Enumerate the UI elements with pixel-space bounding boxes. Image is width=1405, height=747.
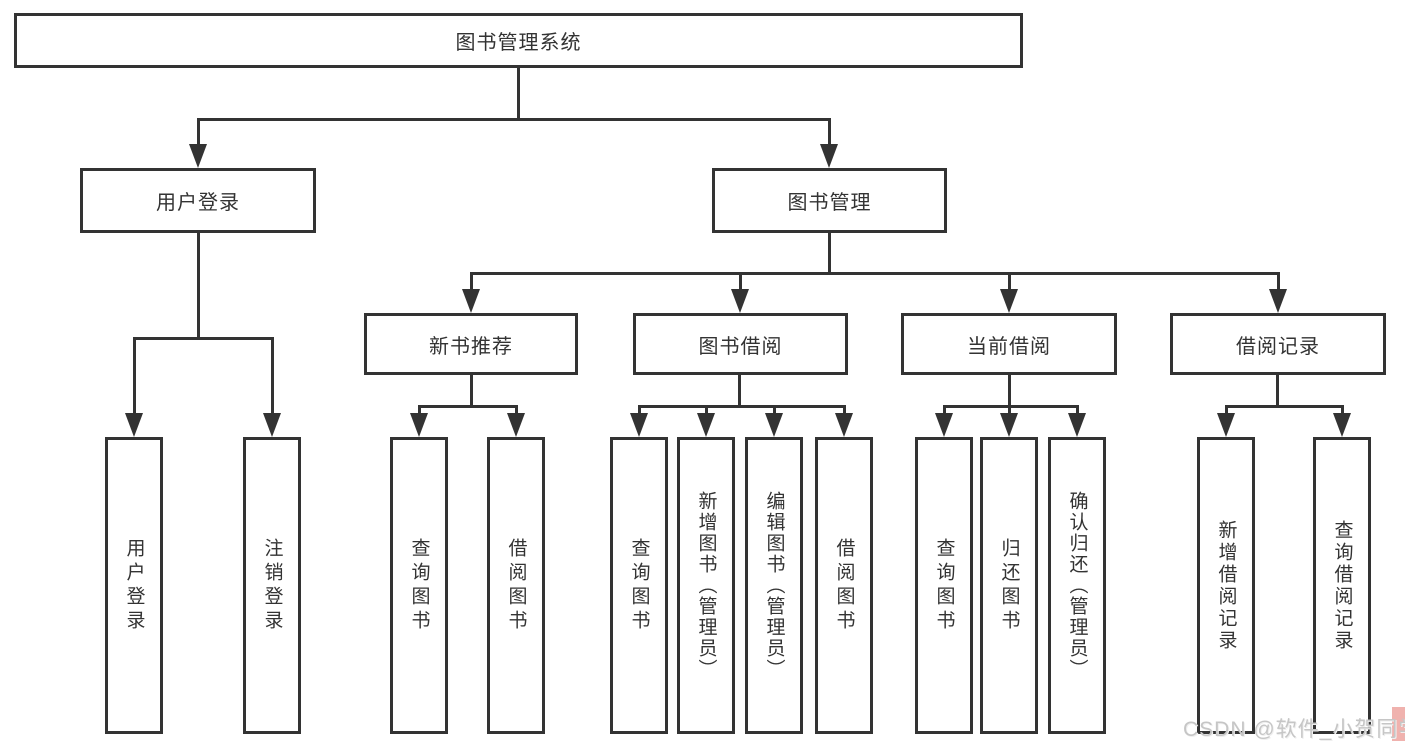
connector-line [943,405,1079,408]
leaf-bb-query-label: 查询图书 [628,537,650,634]
arrowhead-icon [125,413,143,437]
connector-line [517,68,520,118]
connector-line [638,405,846,408]
node-user-login-label: 用户登录 [156,192,240,214]
arrowhead-icon [1000,289,1018,313]
connector-line [739,272,742,289]
connector-line [197,118,200,146]
leaf-bb-query: 查询图书 [610,437,668,734]
leaf-cb-return-label: 归还图书 [998,537,1020,634]
leaf-cb-query: 查询图书 [915,437,973,734]
arrowhead-icon [263,413,281,437]
leaf-logout: 注销登录 [243,437,301,734]
connector-line [1008,272,1011,289]
leaf-bb-borrow-label: 借阅图书 [833,537,855,634]
connector-line [515,405,518,415]
connector-line [1276,375,1279,405]
connector-line [843,405,846,415]
node-book-mgmt: 图书管理 [712,168,947,233]
connector-line [133,337,136,415]
arrowhead-icon [1068,413,1086,437]
leaf-bb-add: 新增图书（管理员） [677,437,735,734]
leaf-cb-return: 归还图书 [980,437,1038,734]
connector-line [418,405,518,408]
arrowhead-icon [1333,413,1351,437]
connector-line [828,233,831,272]
node-new-book-rec: 新书推荐 [364,313,578,375]
leaf-bb-edit-label: 编辑图书（管理员） [763,491,785,680]
leaf-rec-query-label: 查询图书 [408,537,430,634]
leaf-user-login-label: 用户登录 [123,537,145,634]
arrowhead-icon [462,289,480,313]
connector-line [1008,405,1011,415]
leaf-cb-confirm: 确认归还（管理员） [1048,437,1106,734]
connector-line [470,272,1280,275]
leaf-rec-query: 查询图书 [390,437,448,734]
connector-line [1008,375,1011,405]
node-current-borrow-label: 当前借阅 [967,335,1051,358]
node-borrow-records-label: 借阅记录 [1236,335,1320,358]
leaf-bb-borrow: 借阅图书 [815,437,873,734]
arrowhead-icon [1217,413,1235,437]
leaf-rec-borrow-label: 借阅图书 [505,537,527,634]
connector-line [1341,405,1344,415]
arrowhead-icon [1000,413,1018,437]
arrowhead-icon [765,413,783,437]
connector-line [1076,405,1079,415]
node-new-book-rec-label: 新书推荐 [429,335,513,358]
connector-line [470,375,473,405]
connector-line [705,405,708,415]
leaf-rec-borrow: 借阅图书 [487,437,545,734]
arrowhead-icon [507,413,525,437]
leaf-bb-edit: 编辑图书（管理员） [745,437,803,734]
connector-line [1225,405,1228,415]
arrowhead-icon [630,413,648,437]
arrowhead-icon [731,289,749,313]
connector-line [1225,405,1344,408]
connector-line [1277,272,1280,289]
arrowhead-icon [820,144,838,168]
arrowhead-icon [697,413,715,437]
leaf-br-add-label: 新增借阅记录 [1215,519,1237,652]
arrowhead-icon [189,144,207,168]
leaf-logout-label: 注销登录 [261,537,283,634]
arrowhead-icon [410,413,428,437]
leaf-user-login: 用户登录 [105,437,163,734]
connector-line [773,405,776,415]
connector-line [197,118,831,121]
connector-line [133,337,274,340]
connector-line [470,272,473,289]
watermark: CSDN @软件_小贺同学 [1183,718,1405,741]
node-user-login: 用户登录 [80,168,316,233]
connector-line [271,337,274,415]
connector-line [738,375,741,405]
node-book-borrow-label: 图书借阅 [698,335,783,358]
arrowhead-icon [1269,289,1287,313]
node-book-borrow: 图书借阅 [633,313,848,375]
node-root-label: 图书管理系统 [455,32,582,54]
connector-line [638,405,641,415]
leaf-bb-add-label: 新增图书（管理员） [695,491,717,680]
node-root: 图书管理系统 [14,13,1023,68]
connector-line [197,233,200,337]
node-current-borrow: 当前借阅 [901,313,1117,375]
node-book-mgmt-label: 图书管理 [787,192,872,214]
node-borrow-records: 借阅记录 [1170,313,1386,375]
arrowhead-icon [835,413,853,437]
leaf-br-query: 查询借阅记录 [1313,437,1371,734]
connector-line [828,118,831,146]
connector-line [943,405,946,415]
connector-line [418,405,421,415]
leaf-br-add: 新增借阅记录 [1197,437,1255,734]
watermark-accent [1392,707,1405,741]
arrowhead-icon [935,413,953,437]
leaf-cb-confirm-label: 确认归还（管理员） [1066,491,1088,680]
leaf-br-query-label: 查询借阅记录 [1331,519,1353,652]
leaf-cb-query-label: 查询图书 [933,537,955,634]
